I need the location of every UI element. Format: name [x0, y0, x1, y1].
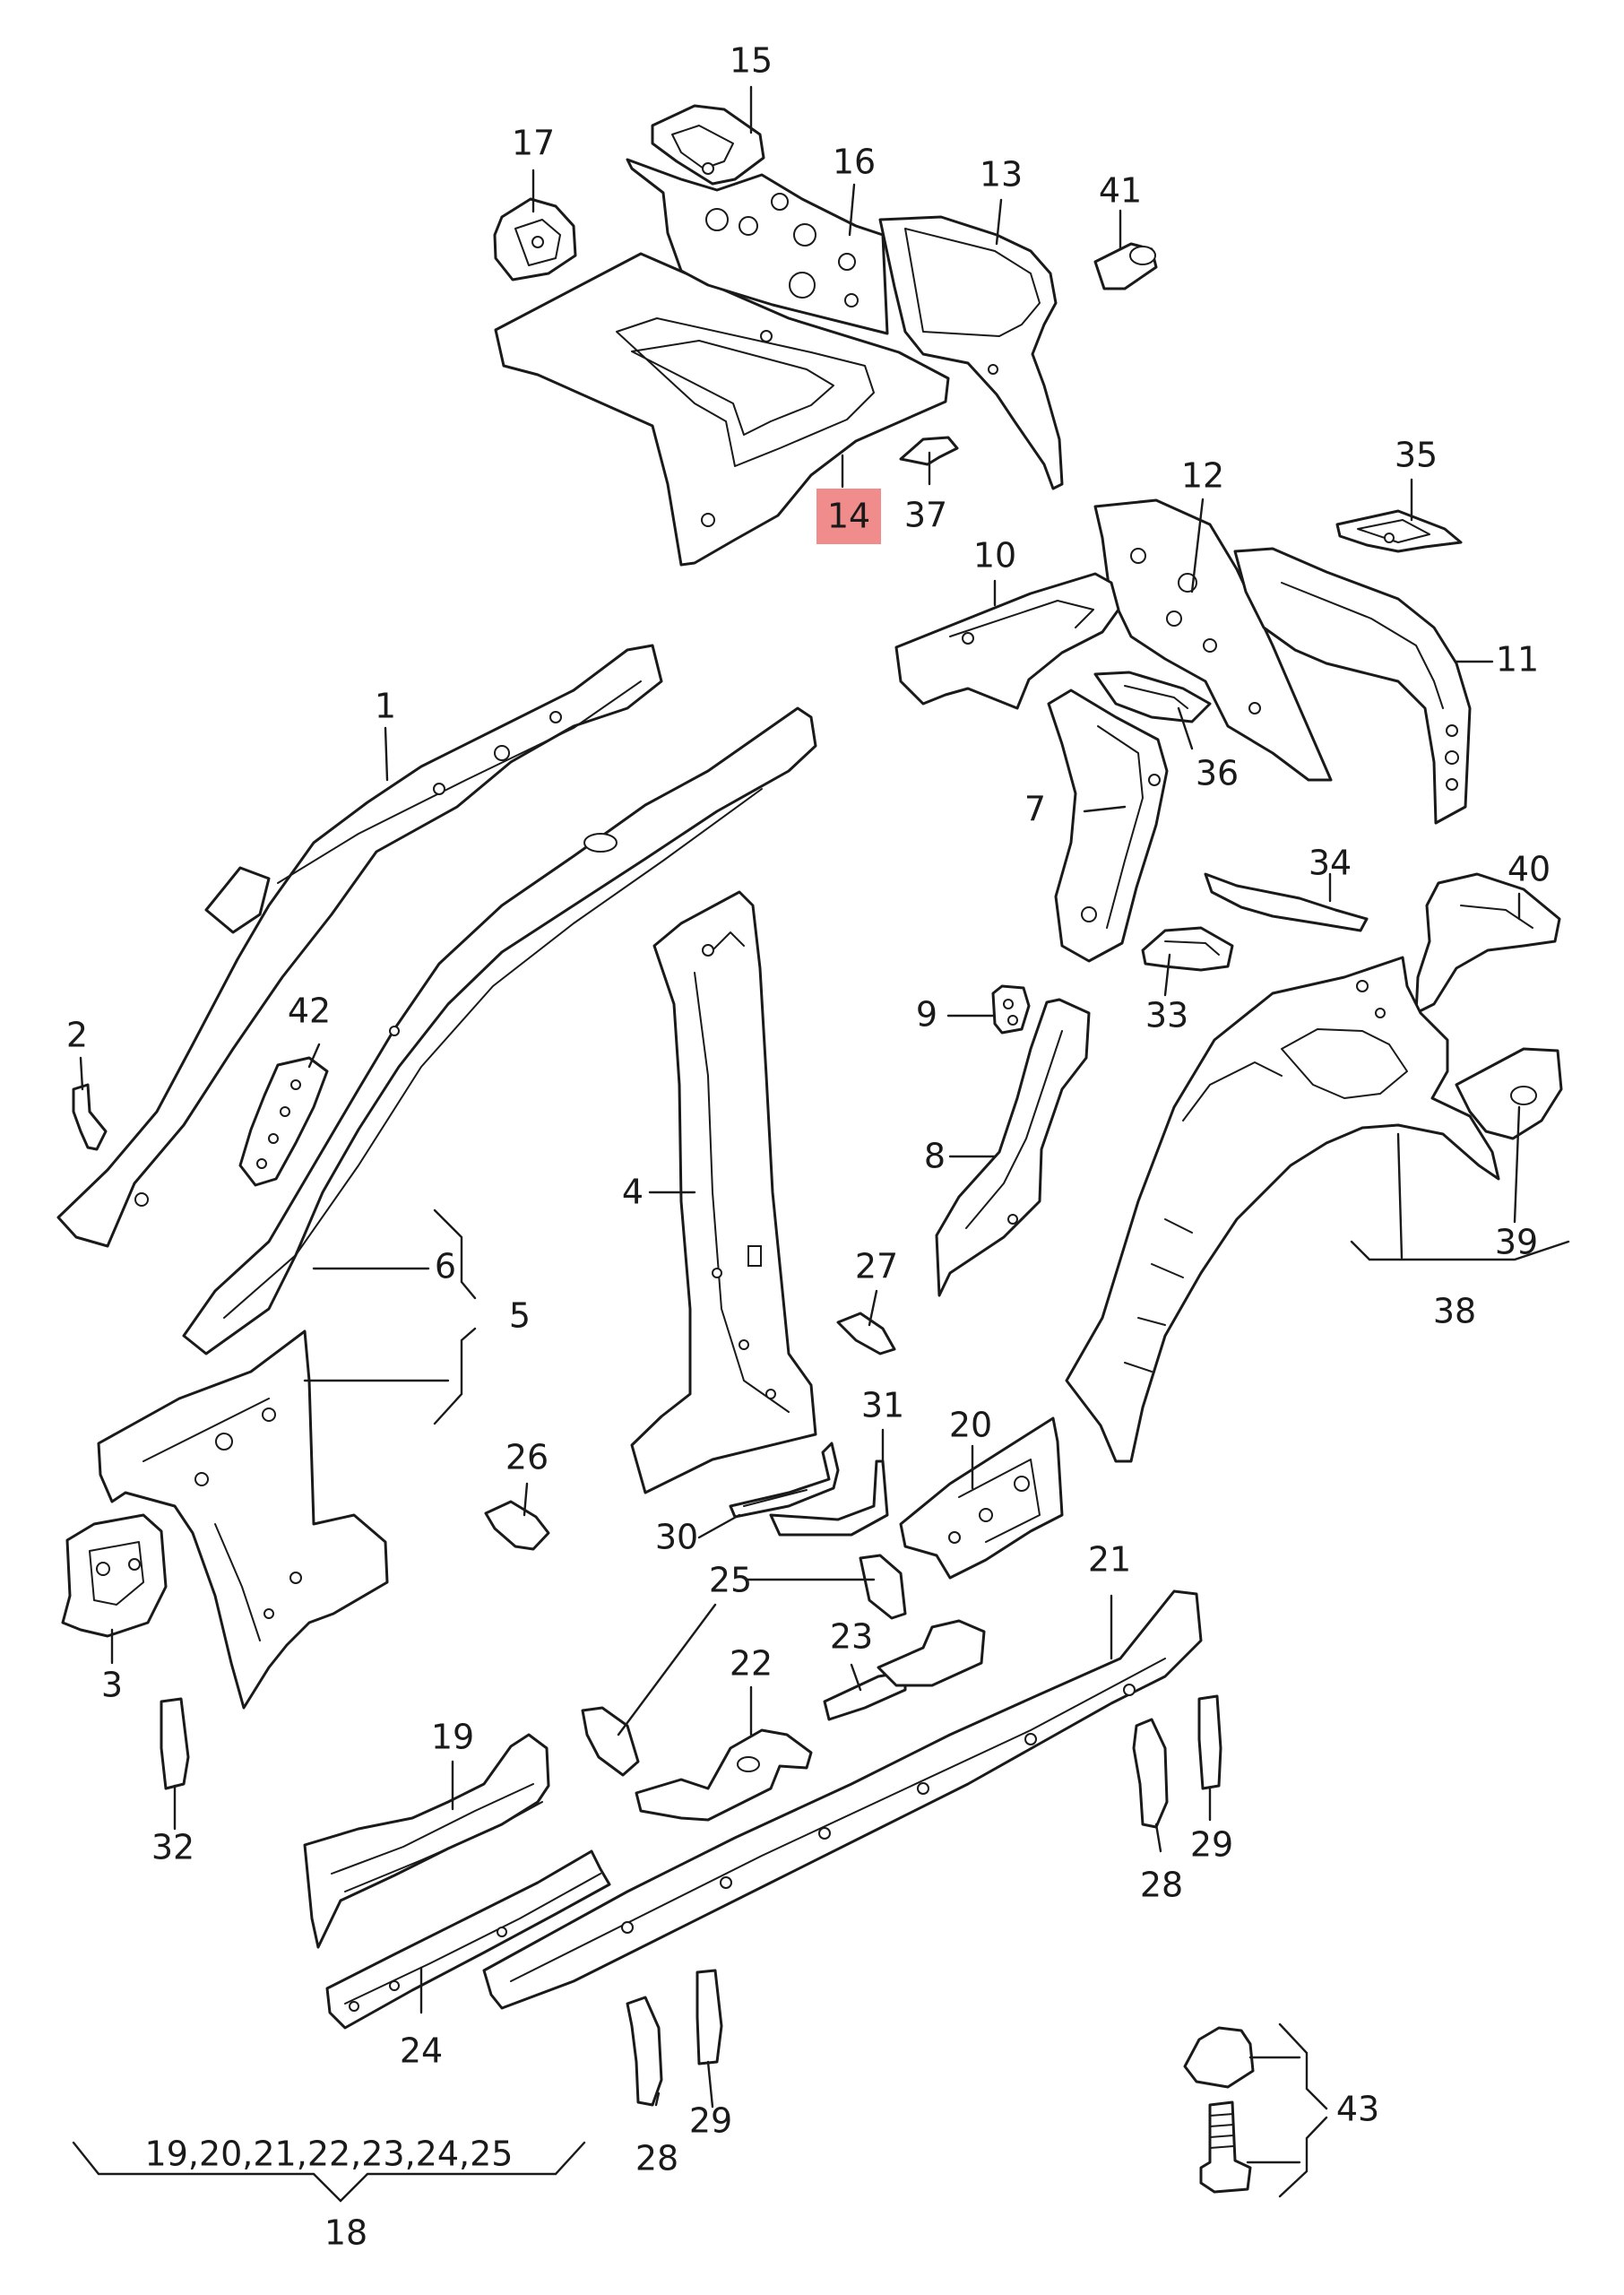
callout-19[interactable]: 19 — [431, 1718, 474, 1757]
part-3[interactable] — [61, 1513, 168, 1638]
callout-group-18-list: 19,20,21,22,23,24,25 — [145, 2135, 514, 2174]
callout-38[interactable]: 38 — [1433, 1292, 1476, 1331]
callout-28-lower[interactable]: 28 — [635, 2139, 678, 2178]
callout-8[interactable]: 8 — [924, 1137, 946, 1176]
highlight-box-14 — [816, 489, 881, 544]
part-37[interactable] — [899, 436, 959, 466]
callout-16[interactable]: 16 — [833, 143, 876, 182]
part-21[interactable] — [482, 1589, 1203, 2010]
callout-25[interactable]: 25 — [709, 1561, 752, 1600]
part-14[interactable] — [494, 252, 950, 567]
callout-42[interactable]: 42 — [288, 992, 331, 1031]
part-25-lower[interactable] — [581, 1706, 640, 1777]
part-29-lower[interactable] — [695, 1969, 723, 2066]
callout-23[interactable]: 23 — [830, 1617, 873, 1657]
part-28-lower[interactable] — [626, 1996, 663, 2107]
part-8[interactable] — [935, 998, 1091, 1297]
callout-29-lower[interactable]: 29 — [689, 2101, 732, 2141]
part-16[interactable] — [626, 158, 889, 335]
callout-35[interactable]: 35 — [1395, 436, 1438, 475]
part-17[interactable] — [493, 197, 577, 281]
callout-18[interactable]: 18 — [324, 2213, 367, 2253]
callout-29-right[interactable]: 29 — [1190, 1825, 1233, 1865]
callout-4[interactable]: 4 — [622, 1173, 644, 1212]
part-33[interactable] — [1141, 926, 1234, 972]
callout-20[interactable]: 20 — [949, 1406, 992, 1445]
callout-36[interactable]: 36 — [1196, 754, 1239, 793]
part-42[interactable] — [238, 1056, 329, 1187]
part-39[interactable] — [1455, 1047, 1563, 1140]
callout-6[interactable]: 6 — [435, 1247, 456, 1286]
leader-lines — [72, 85, 1570, 2203]
callout-32[interactable]: 32 — [151, 1828, 194, 1867]
callout-15[interactable]: 15 — [730, 41, 773, 81]
part-26[interactable] — [484, 1500, 550, 1551]
part-22[interactable] — [635, 1728, 813, 1822]
callout-5[interactable]: 5 — [509, 1296, 531, 1336]
callout-37[interactable]: 37 — [904, 496, 947, 535]
callout-17[interactable]: 17 — [512, 124, 555, 163]
part-41[interactable] — [1093, 242, 1158, 290]
callout-24[interactable]: 24 — [400, 2031, 443, 2071]
callout-11[interactable]: 11 — [1496, 640, 1539, 680]
callout-28-right[interactable]: 28 — [1140, 1866, 1183, 1905]
callout-30[interactable]: 30 — [655, 1518, 698, 1557]
callout-34[interactable]: 34 — [1309, 844, 1352, 883]
part-27[interactable] — [836, 1312, 896, 1355]
part-9[interactable] — [991, 984, 1031, 1035]
part-6[interactable] — [182, 706, 817, 1355]
callout-3[interactable]: 3 — [101, 1666, 123, 1705]
callout-26[interactable]: 26 — [505, 1438, 549, 1477]
callout-43[interactable]: 43 — [1336, 2090, 1379, 2129]
callout-13[interactable]: 13 — [980, 155, 1023, 195]
part-23[interactable] — [823, 1619, 986, 1721]
part-15[interactable] — [651, 104, 765, 186]
part-1[interactable] — [56, 644, 663, 1248]
part-28-right[interactable] — [1132, 1718, 1169, 1829]
callout-10[interactable]: 10 — [973, 536, 1016, 576]
part-20[interactable] — [899, 1416, 1064, 1580]
part-36[interactable] — [1093, 671, 1212, 723]
part-43[interactable] — [1183, 2026, 1255, 2194]
callout-22[interactable]: 22 — [730, 1644, 773, 1684]
part-29-right[interactable] — [1197, 1694, 1222, 1790]
part-5[interactable] — [97, 1329, 389, 1710]
callout-33[interactable]: 33 — [1145, 996, 1188, 1035]
part-38[interactable] — [1065, 956, 1500, 1463]
part-30[interactable] — [729, 1442, 840, 1519]
part-40[interactable] — [1414, 872, 1561, 1015]
part-2[interactable] — [72, 1083, 108, 1151]
callout-41[interactable]: 41 — [1099, 171, 1142, 211]
callout-27[interactable]: 27 — [855, 1247, 898, 1286]
part-11[interactable] — [1233, 547, 1472, 825]
part-25-upper[interactable] — [859, 1554, 907, 1620]
part-19[interactable] — [303, 1733, 550, 1949]
callout-1[interactable]: 1 — [375, 687, 396, 726]
part-4[interactable] — [630, 890, 817, 1494]
callout-12[interactable]: 12 — [1181, 456, 1224, 496]
part-7[interactable] — [1047, 688, 1169, 963]
callout-labels: 15 16 13 17 41 14 37 35 12 11 10 36 7 34… — [66, 41, 1551, 2253]
part-32[interactable] — [160, 1697, 190, 1790]
callout-39[interactable]: 39 — [1495, 1223, 1538, 1262]
callout-31[interactable]: 31 — [861, 1386, 904, 1425]
callout-2[interactable]: 2 — [66, 1016, 88, 1055]
part-13[interactable] — [878, 215, 1064, 490]
callout-40[interactable]: 40 — [1507, 850, 1551, 889]
part-24[interactable] — [325, 1849, 611, 2030]
part-35[interactable] — [1335, 509, 1463, 553]
callout-7[interactable]: 7 — [1024, 790, 1046, 829]
part-10[interactable] — [894, 572, 1120, 710]
callout-9[interactable]: 9 — [916, 995, 937, 1035]
part-34[interactable] — [1204, 872, 1369, 932]
callout-21[interactable]: 21 — [1088, 1540, 1131, 1580]
callout-14[interactable]: 14 — [827, 497, 870, 536]
